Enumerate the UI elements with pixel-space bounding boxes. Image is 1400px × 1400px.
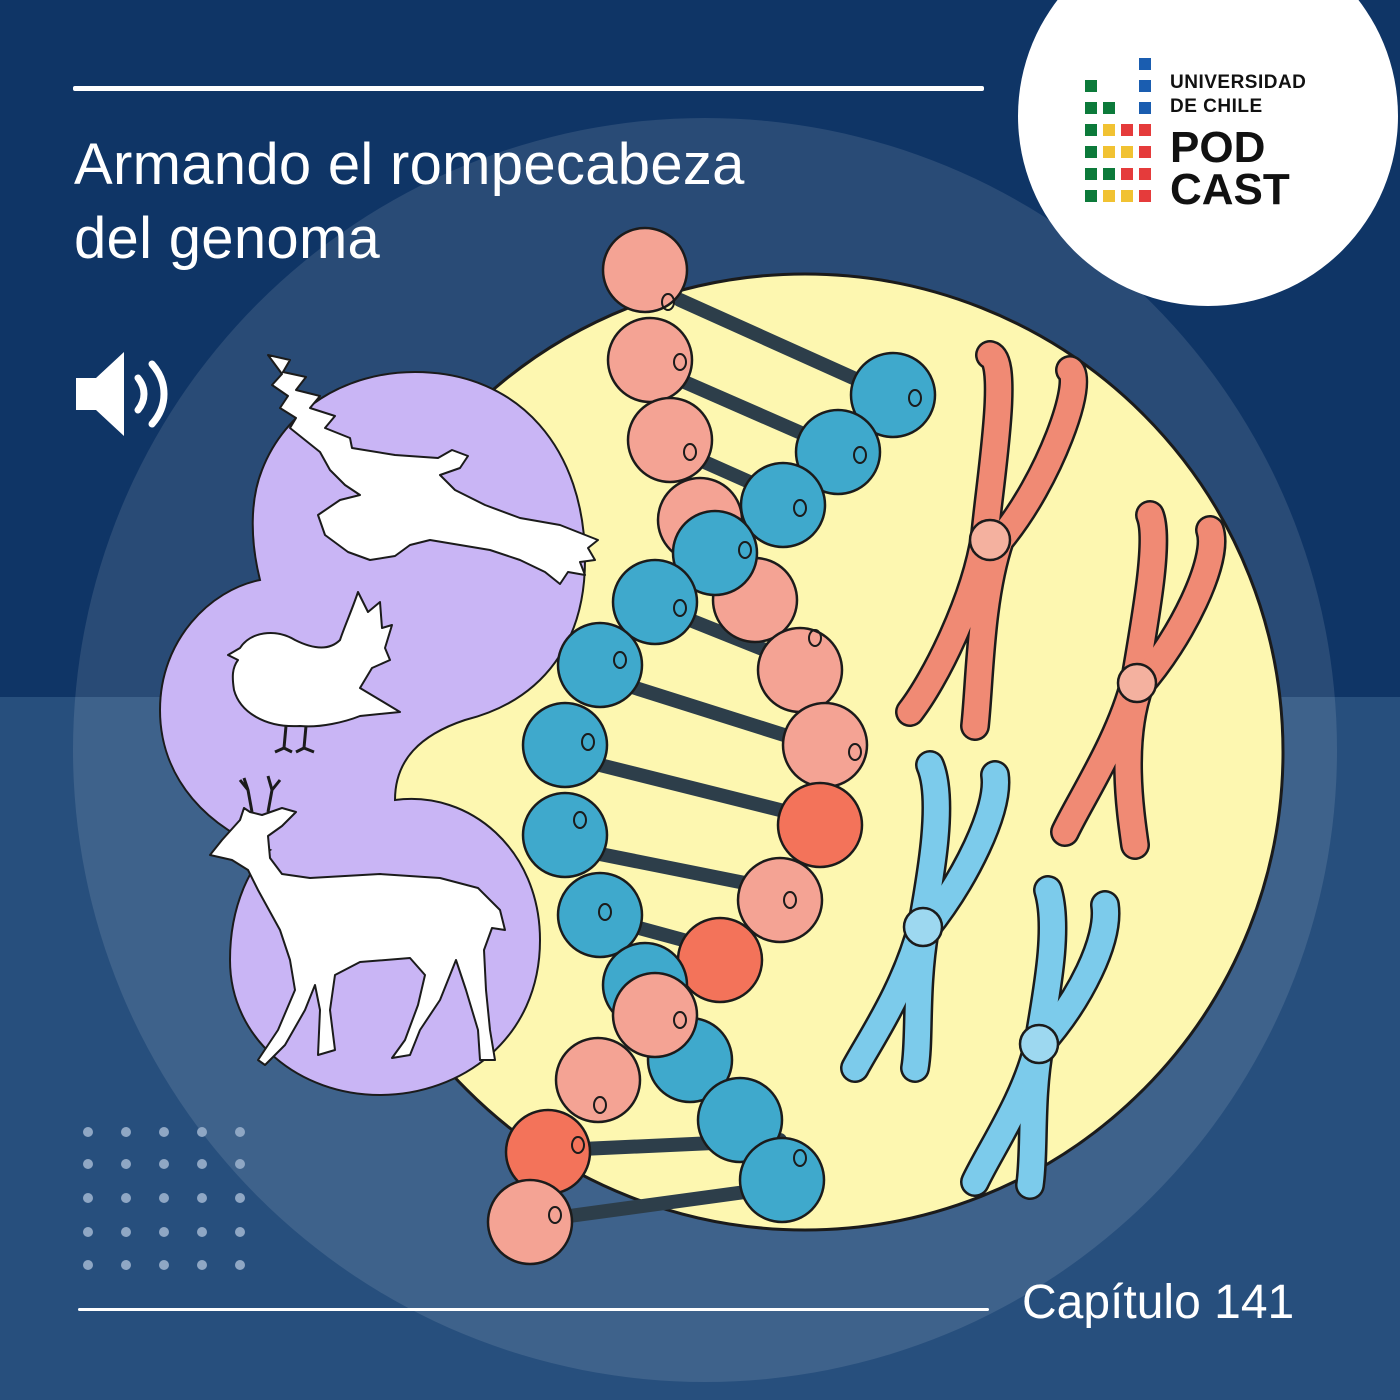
top-divider	[73, 86, 984, 91]
episode-title: Armando el rompecabeza del genoma	[74, 128, 934, 276]
animals-panel	[158, 354, 599, 1097]
logo-text-pod: POD	[1170, 123, 1266, 172]
dot-grid	[83, 1127, 245, 1270]
logo-text-university: UNIVERSIDAD	[1170, 72, 1307, 93]
logo-text-cast: CAST	[1170, 165, 1290, 214]
title-line-1: Armando el rompecabeza	[74, 132, 745, 197]
dna-beads	[486, 226, 937, 1266]
bottom-divider	[78, 1308, 989, 1311]
chromosome-icon	[840, 340, 1227, 1200]
dna-bead-highlights	[548, 293, 922, 1224]
eagle-icon	[267, 354, 599, 585]
bird-icon	[227, 591, 401, 754]
speaker-icon[interactable]	[72, 348, 176, 440]
logo-badge	[1018, 0, 1398, 306]
deer-icon	[209, 775, 506, 1066]
title-line-2: del genoma	[74, 206, 381, 271]
logo-bars-icon	[1085, 58, 1151, 202]
episode-number: Capítulo 141	[1022, 1276, 1295, 1329]
logo-text-de-chile: DE CHILE	[1170, 96, 1263, 117]
